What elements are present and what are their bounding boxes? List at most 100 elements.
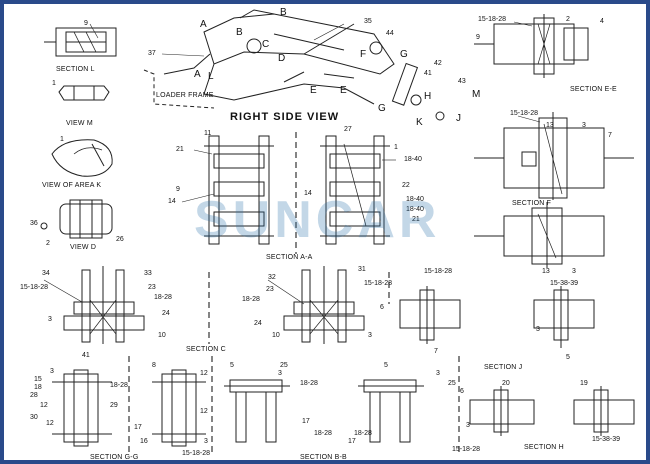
part-number: 27: [344, 126, 352, 133]
part-number: 23: [148, 284, 156, 291]
part-number: 36: [30, 220, 38, 227]
part-number: 2: [46, 240, 50, 247]
part-number: 44: [386, 30, 394, 37]
line-drawing: [40, 9, 635, 456]
part-number: 17: [134, 424, 142, 431]
part-number: 18-28: [314, 430, 332, 437]
part-number: 3: [572, 268, 576, 275]
part-number: 3: [582, 122, 586, 129]
part-number: 2: [566, 16, 570, 23]
part-number: 17: [302, 418, 310, 425]
part-number: 15-18-28: [424, 268, 453, 275]
leader-lines: [43, 21, 541, 305]
part-number: 24: [162, 310, 170, 317]
part-number: 16: [140, 438, 148, 445]
part-number: 15-38-39: [550, 280, 579, 287]
section-c-left-drawing: [63, 266, 145, 344]
part-number: 9: [84, 20, 88, 27]
caption-section-gg: SECTION G-G: [90, 454, 139, 461]
separator-lines: [128, 132, 460, 456]
part-number: 11: [204, 130, 212, 137]
part-number: 20: [502, 380, 510, 387]
caption-view-m: VIEW M: [66, 120, 93, 127]
part-number: 15-18-28: [20, 284, 49, 291]
part-number: 15-18-28: [364, 280, 393, 287]
part-number: 15-18-28: [452, 446, 481, 453]
part-number: 3: [436, 370, 440, 377]
part-number: 18-28: [242, 296, 260, 303]
part-number: 6: [460, 388, 464, 395]
part-number: 18: [34, 384, 42, 391]
part-number: 24: [254, 320, 262, 327]
part-number: 5: [230, 362, 234, 369]
part-number: 15: [34, 376, 42, 383]
view-letter-g: G: [400, 49, 408, 60]
part-number: 33: [144, 270, 152, 277]
caption-view-area-k: VIEW OF AREA K: [42, 182, 102, 189]
part-number: 18-28: [154, 294, 172, 301]
view-letter-b: B: [236, 27, 243, 38]
part-number: 9: [476, 34, 480, 41]
view-d-drawing: [40, 199, 113, 239]
view-letter-l: L: [208, 71, 214, 82]
part-number: 43: [458, 78, 466, 85]
view-letter-a: A: [194, 69, 201, 80]
loader-arm-drawing: [143, 9, 445, 121]
part-number: 37: [148, 50, 156, 57]
part-number: 35: [364, 18, 372, 25]
section-f-drawing: [474, 112, 634, 200]
part-number: 3: [48, 316, 52, 323]
caption-section-aa: SECTION A-A: [266, 254, 313, 261]
part-number: 15-18-28: [510, 110, 539, 117]
part-number: 1: [394, 144, 398, 151]
part-number: 18-28: [110, 382, 128, 389]
part-number: 25: [280, 362, 288, 369]
view-letter-f: F: [360, 49, 367, 60]
part-number: 7: [434, 348, 438, 355]
section-j-drawing: [399, 286, 595, 348]
part-number: 29: [110, 402, 118, 409]
part-number: 32: [268, 274, 276, 281]
part-number: 3: [536, 326, 540, 333]
part-number: 21: [412, 216, 420, 223]
view-letter-m: M: [472, 89, 481, 100]
view-letter-h: H: [424, 91, 432, 102]
part-number: 26: [116, 236, 124, 243]
view-area-k-drawing: [51, 139, 113, 177]
view-letter-g: G: [378, 103, 386, 114]
right-side-view-heading: RIGHT SIDE VIEW: [230, 111, 340, 123]
view-letter-d: D: [278, 53, 286, 64]
section-l-drawing: [44, 27, 117, 57]
part-number: 1: [52, 80, 56, 87]
section-f-lower-drawing: [474, 202, 605, 268]
part-number: 23: [266, 286, 274, 293]
watermark-logo: SUNCAR: [194, 191, 441, 249]
part-number: 4: [600, 18, 604, 25]
part-number: 18-28: [354, 430, 372, 437]
part-number: 18-40: [406, 206, 424, 213]
view-letter-e: E: [340, 85, 347, 96]
part-number: 18-40: [404, 156, 422, 163]
part-number: 15-38-39: [592, 436, 621, 443]
part-number: 31: [358, 266, 366, 273]
part-number: 3: [278, 370, 282, 377]
part-number: 15-18-28: [478, 16, 507, 23]
caption-section-l: SECTION L: [56, 66, 95, 73]
caption-section-ee: SECTION E-E: [570, 86, 617, 93]
view-letter-j: J: [456, 113, 461, 124]
section-aa-drawing: [204, 135, 390, 245]
part-number: 3: [204, 438, 208, 445]
part-number: 5: [566, 354, 570, 361]
part-number: 34: [42, 270, 50, 277]
view-letter-a: A: [200, 19, 207, 30]
caption-section-j: SECTION J: [484, 364, 523, 371]
part-number: 18-40: [406, 196, 424, 203]
section-ee-drawing: [474, 14, 589, 78]
view-m-drawing: [58, 85, 110, 101]
part-number: 12: [40, 402, 48, 409]
part-number: 15-18-28: [182, 450, 211, 457]
view-letter-c: C: [262, 39, 270, 50]
part-number: 8: [152, 362, 156, 369]
part-number: 5: [384, 362, 388, 369]
